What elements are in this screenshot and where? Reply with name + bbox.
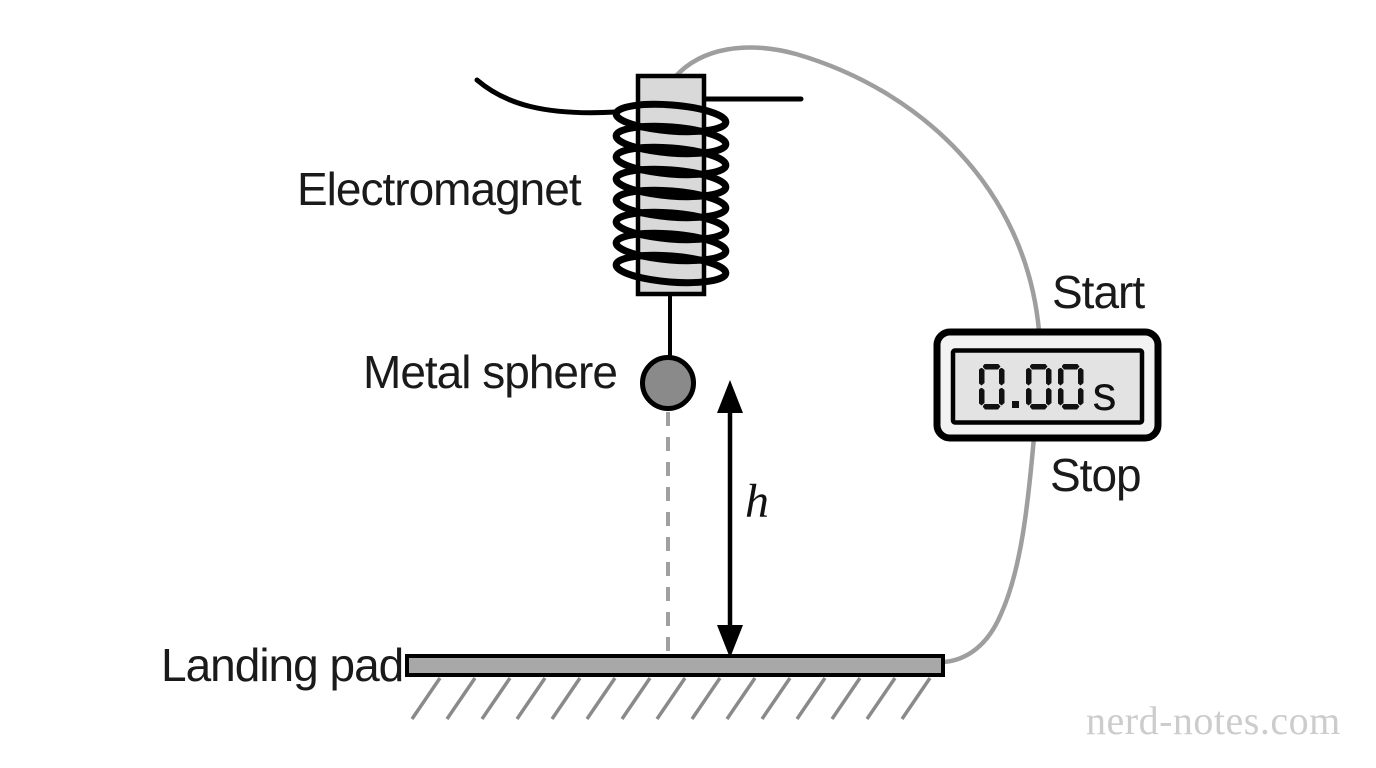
metal-sphere-label: Metal sphere <box>363 346 618 398</box>
coil-turn <box>612 143 730 179</box>
metal-sphere <box>640 355 696 411</box>
decimal-point <box>1011 400 1019 408</box>
arrowhead-down-icon <box>717 625 743 658</box>
timer-start-label: Start <box>1052 266 1145 318</box>
electromagnet-label: Electromagnet <box>297 163 582 215</box>
height-arrow <box>717 380 743 658</box>
timer-screen <box>950 348 1145 425</box>
timer-value <box>978 363 1084 410</box>
electromagnet-coil <box>612 100 730 287</box>
coil-turn <box>612 186 730 222</box>
height-symbol-label: h <box>745 475 769 528</box>
coil-turn <box>612 208 730 244</box>
circuit-wire-timer-to-pad <box>943 436 1037 665</box>
seven-segment-digit <box>1057 363 1084 410</box>
circuit-wire-electromagnet-to-timer <box>673 45 1042 332</box>
coil-turn <box>612 229 730 265</box>
timer-display: s <box>953 350 1142 423</box>
coil-turn <box>612 251 730 287</box>
arrowhead-up-icon <box>717 380 743 413</box>
watermark: nerd-notes.com <box>1086 698 1341 743</box>
seven-segment-digit <box>1025 363 1052 410</box>
timer-stop-label: Stop <box>1050 449 1142 501</box>
coil-turn <box>612 165 730 201</box>
timer-unit: s <box>1092 367 1117 421</box>
landing-pad-label: Landing pad <box>161 639 404 691</box>
ground-hatching <box>410 677 932 720</box>
landing-pad <box>405 654 945 677</box>
electromagnet-lead-wire-left <box>474 77 619 116</box>
seven-segment-digit <box>978 363 1005 410</box>
coil-turn <box>612 100 730 136</box>
timer <box>933 328 1162 442</box>
coil-turn <box>612 122 730 158</box>
